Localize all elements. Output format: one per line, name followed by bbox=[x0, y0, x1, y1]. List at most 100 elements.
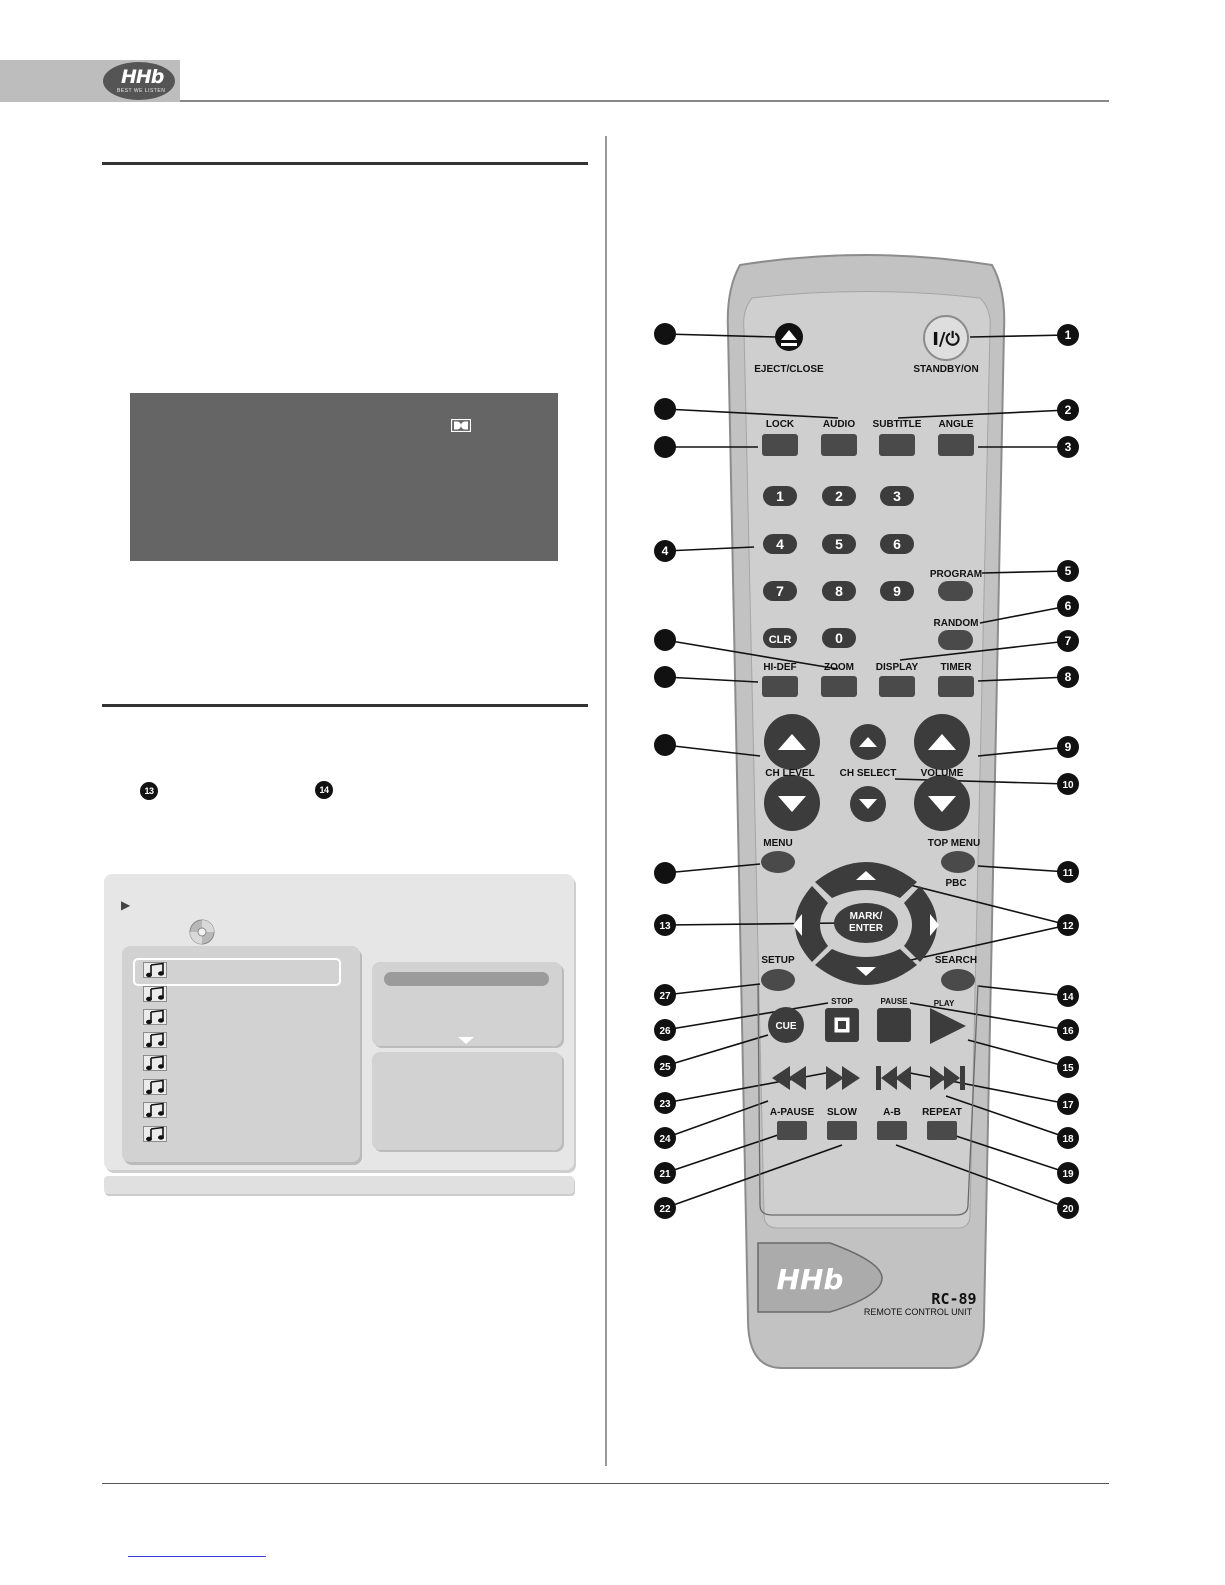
timer-label: TIMER bbox=[940, 662, 972, 673]
display-button[interactable] bbox=[879, 676, 915, 697]
previous-track-button[interactable] bbox=[876, 1066, 911, 1090]
lock-button[interactable] bbox=[762, 434, 798, 456]
a-pause-label: A-PAUSE bbox=[770, 1107, 815, 1118]
volume-down-button[interactable] bbox=[914, 775, 970, 831]
fast-forward-button[interactable] bbox=[826, 1066, 860, 1090]
digit-button[interactable]: 3 bbox=[880, 486, 914, 506]
play-button[interactable] bbox=[930, 1008, 966, 1044]
cue-button[interactable]: CUE bbox=[768, 1007, 804, 1043]
hidef-button[interactable] bbox=[762, 676, 798, 697]
nav-left-button[interactable] bbox=[795, 886, 828, 962]
callout-badge bbox=[1057, 1056, 1079, 1078]
audio-button[interactable] bbox=[821, 434, 857, 456]
ch-select-up-button[interactable] bbox=[850, 724, 886, 760]
repeat-button[interactable] bbox=[927, 1121, 957, 1140]
volume-up-button[interactable] bbox=[914, 714, 970, 770]
callout-badge bbox=[654, 1055, 676, 1077]
digit-button[interactable]: 9 bbox=[880, 581, 914, 601]
search-button[interactable] bbox=[941, 969, 975, 991]
program-button[interactable] bbox=[938, 581, 973, 601]
music-file-icon bbox=[143, 1102, 167, 1118]
callout-badge bbox=[654, 1092, 676, 1114]
angle-button[interactable] bbox=[938, 434, 974, 456]
disc-icon bbox=[189, 919, 215, 945]
section-rule-middle bbox=[102, 704, 588, 707]
mark-enter-button[interactable] bbox=[834, 903, 898, 943]
callout-badge bbox=[1057, 861, 1079, 883]
callout-badge bbox=[1057, 773, 1079, 795]
callout-badge bbox=[1057, 736, 1079, 758]
pause-button[interactable] bbox=[877, 1008, 911, 1042]
ref-badge-13: 13 bbox=[140, 782, 158, 800]
navigation-pad: MARK/ ENTER bbox=[793, 862, 939, 985]
ref-badge-14: 14 bbox=[315, 781, 333, 799]
callout-number: 13 bbox=[659, 921, 671, 932]
digit-label: 5 bbox=[835, 536, 843, 552]
cue-label: CUE bbox=[775, 1021, 796, 1032]
play-indicator-icon: ▶ bbox=[121, 898, 131, 912]
brand-logo-text: HHb bbox=[121, 66, 164, 88]
stop-button[interactable] bbox=[825, 1008, 859, 1042]
remote-brand-logo: HHb bbox=[777, 1263, 844, 1296]
ch-select-down-button[interactable] bbox=[850, 786, 886, 822]
callout-badge bbox=[654, 398, 676, 420]
digit-button[interactable]: 8 bbox=[822, 581, 856, 601]
zoom-button[interactable] bbox=[821, 676, 857, 697]
callout-number: 20 bbox=[1062, 1204, 1074, 1215]
digit-label: 6 bbox=[893, 536, 901, 552]
a-pause-button[interactable] bbox=[777, 1121, 807, 1140]
random-button[interactable] bbox=[938, 630, 973, 650]
standby-button[interactable]: I/⏻ bbox=[923, 315, 969, 361]
callout-number: 19 bbox=[1062, 1169, 1074, 1180]
callout-number: 22 bbox=[659, 1204, 671, 1215]
digit-button[interactable]: 0 bbox=[822, 628, 856, 648]
pause-label: PAUSE bbox=[881, 997, 909, 1006]
digit-button[interactable]: 1 bbox=[763, 486, 797, 506]
callout-badge bbox=[1057, 985, 1079, 1007]
menu-button[interactable] bbox=[761, 851, 795, 873]
digit-label: 2 bbox=[835, 488, 843, 504]
callout-number: 16 bbox=[1062, 1026, 1074, 1037]
brand-logo bbox=[103, 62, 175, 100]
callout-badge bbox=[654, 323, 676, 345]
file-browser-status-bar bbox=[104, 1176, 574, 1194]
next-track-button[interactable] bbox=[930, 1066, 965, 1090]
file-list-selection[interactable] bbox=[133, 958, 341, 986]
timer-button[interactable] bbox=[938, 676, 974, 697]
a-b-button[interactable] bbox=[877, 1121, 907, 1140]
file-list-panel bbox=[122, 946, 360, 1162]
digit-button[interactable]: CLR bbox=[763, 628, 797, 648]
display-label: DISPLAY bbox=[876, 662, 919, 673]
digit-button[interactable]: 4 bbox=[763, 534, 797, 554]
digit-label: 7 bbox=[776, 583, 784, 599]
setup-label: SETUP bbox=[761, 955, 795, 966]
nav-right-button[interactable] bbox=[904, 886, 937, 962]
top-menu-button[interactable] bbox=[941, 851, 975, 873]
callout-badge bbox=[1057, 324, 1079, 346]
digit-label: 1 bbox=[776, 488, 784, 504]
ch-level-down-button[interactable] bbox=[764, 775, 820, 831]
subtitle-label: SUBTITLE bbox=[873, 419, 922, 430]
scroll-down-icon[interactable] bbox=[458, 1037, 474, 1044]
callout-number: 25 bbox=[659, 1062, 671, 1073]
callout-number: 18 bbox=[1062, 1134, 1074, 1145]
eject-button[interactable] bbox=[775, 323, 803, 351]
callout-badge bbox=[1057, 560, 1079, 582]
digit-label: 3 bbox=[893, 488, 901, 504]
digit-button[interactable]: 5 bbox=[822, 534, 856, 554]
callout-badge bbox=[654, 734, 676, 756]
digit-button[interactable]: 6 bbox=[880, 534, 914, 554]
rewind-button[interactable] bbox=[772, 1066, 806, 1090]
digit-button[interactable]: 2 bbox=[822, 486, 856, 506]
stop-label: STOP bbox=[831, 997, 853, 1006]
slow-button[interactable] bbox=[827, 1121, 857, 1140]
digit-button[interactable]: 7 bbox=[763, 581, 797, 601]
dolby-digital-icon bbox=[451, 419, 471, 432]
callout-number: 3 bbox=[1065, 440, 1072, 454]
callout-number: 2 bbox=[1065, 403, 1072, 417]
subtitle-button[interactable] bbox=[879, 434, 915, 456]
ch-level-up-button[interactable] bbox=[764, 714, 820, 770]
callout-number: 27 bbox=[659, 991, 671, 1002]
setup-button[interactable] bbox=[761, 969, 795, 991]
